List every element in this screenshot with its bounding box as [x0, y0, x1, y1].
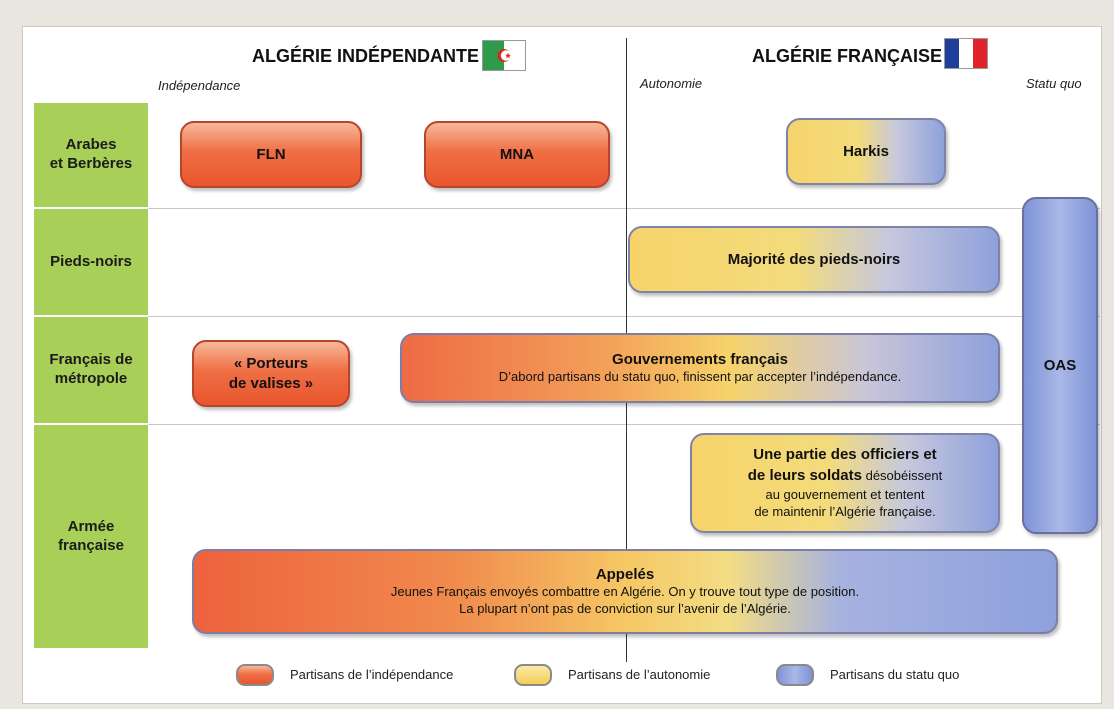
row-label-francais-metropole: Français de métropole — [34, 317, 148, 425]
box-officiers-desc: au gouvernement et tentent de maintenir … — [754, 486, 936, 519]
box-officiers: Une partie des officiers et de leurs sol… — [690, 433, 1000, 533]
label-statu-quo: Statu quo — [1026, 76, 1082, 91]
legend-swatch-independance — [236, 664, 274, 686]
box-harkis: Harkis — [786, 118, 946, 185]
box-pieds-noirs-title: Majorité des pieds-noirs — [727, 250, 901, 268]
box-fln: FLN — [180, 121, 362, 188]
box-gouvernements-francais: Gouvernements français D’abord partisans… — [400, 333, 1000, 403]
box-majorite-pieds-noirs: Majorité des pieds-noirs — [628, 226, 1000, 293]
legend-label-autonomie: Partisans de l’autonomie — [568, 667, 711, 682]
box-gouv-desc: D’abord partisans du statu quo, finissen… — [498, 369, 902, 385]
box-officiers-title-rest: désobéissent — [861, 468, 943, 484]
label-independance: Indépendance — [158, 78, 241, 93]
title-algerie-independante: ALGÉRIE INDÉPENDANTE — [252, 46, 480, 66]
legend-swatch-statu-quo — [776, 664, 814, 686]
legend-swatch-autonomie — [514, 664, 552, 686]
legend-label-statu-quo: Partisans du statu quo — [830, 667, 960, 682]
box-oas-title: OAS — [1043, 356, 1077, 374]
box-appeles-title: Appelés — [595, 565, 655, 583]
box-porteurs-title: « Porteurs de valises » — [228, 355, 314, 392]
box-officiers-title: Une partie des officiers et de leurs sol… — [747, 446, 937, 485]
row-label-arabes-berberes: Arabes et Berbères — [34, 103, 148, 209]
algeria-flag-icon — [482, 40, 526, 71]
box-harkis-title: Harkis — [843, 142, 889, 160]
row-separator — [34, 316, 1100, 317]
box-appeles: Appelés Jeunes Français envoyés combattr… — [192, 549, 1058, 634]
row-separator — [34, 208, 1100, 209]
legend-label-independance: Partisans de l’indépendance — [290, 667, 454, 682]
box-porteurs-valises: « Porteurs de valises » — [192, 340, 350, 407]
title-algerie-francaise: ALGÉRIE FRANÇAISE — [752, 46, 943, 66]
box-mna: MNA — [424, 121, 610, 188]
box-gouv-title: Gouvernements français — [612, 350, 788, 368]
box-fln-title: FLN — [256, 145, 286, 163]
row-label-pieds-noirs: Pieds-noirs — [34, 209, 148, 317]
label-autonomie: Autonomie — [640, 76, 703, 91]
row-label-armee-francaise: Armée française — [34, 425, 148, 650]
box-appeles-desc: Jeunes Français envoyés combattre en Alg… — [390, 584, 860, 617]
box-oas: OAS — [1022, 197, 1098, 534]
row-separator — [34, 424, 1100, 425]
box-mna-title: MNA — [499, 145, 535, 163]
france-flag-icon — [944, 38, 988, 69]
